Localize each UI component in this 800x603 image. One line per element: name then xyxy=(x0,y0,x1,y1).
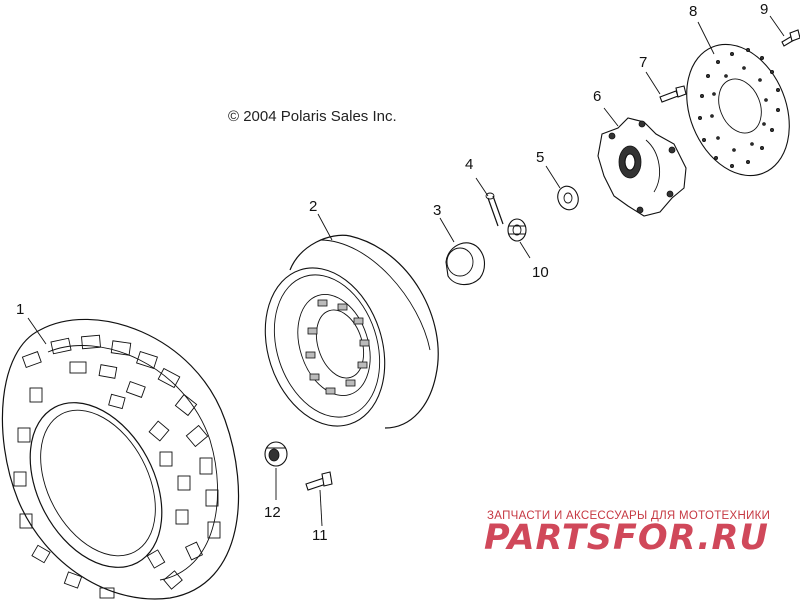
copyright-notice: © 2004 Polaris Sales Inc. xyxy=(228,108,397,125)
callout-10: 10 xyxy=(532,264,549,281)
callout-11: 11 xyxy=(312,527,328,544)
castle-nut xyxy=(507,218,527,242)
washer xyxy=(557,185,579,211)
cotter-pin xyxy=(485,192,504,227)
callout-7: 7 xyxy=(639,54,648,71)
callout-2: 2 xyxy=(309,198,318,215)
watermark-logo: PARTSFOR.RU xyxy=(484,518,769,558)
screw xyxy=(781,29,800,47)
callout-8: 8 xyxy=(689,3,698,20)
hub-cap xyxy=(445,242,486,286)
callout-3: 3 xyxy=(433,202,442,219)
callout-9: 9 xyxy=(760,1,769,18)
callout-5: 5 xyxy=(536,149,545,166)
lug-nut xyxy=(264,441,288,467)
callout-6: 6 xyxy=(593,88,602,105)
callout-4: 4 xyxy=(465,156,474,173)
tire xyxy=(1,318,240,600)
callout-12: 12 xyxy=(264,504,281,521)
bolt xyxy=(659,85,687,103)
wheel-hub xyxy=(597,117,687,217)
leader-lines xyxy=(27,15,785,527)
wheel-stud xyxy=(305,471,333,491)
brake-disc xyxy=(686,43,790,177)
callout-1: 1 xyxy=(16,301,25,318)
wheel-rim xyxy=(264,234,439,429)
watermark-tagline: ЗАПЧАСТИ И АКСЕССУАРЫ ДЛЯ МОТОТЕХНИКИ xyxy=(487,510,771,522)
